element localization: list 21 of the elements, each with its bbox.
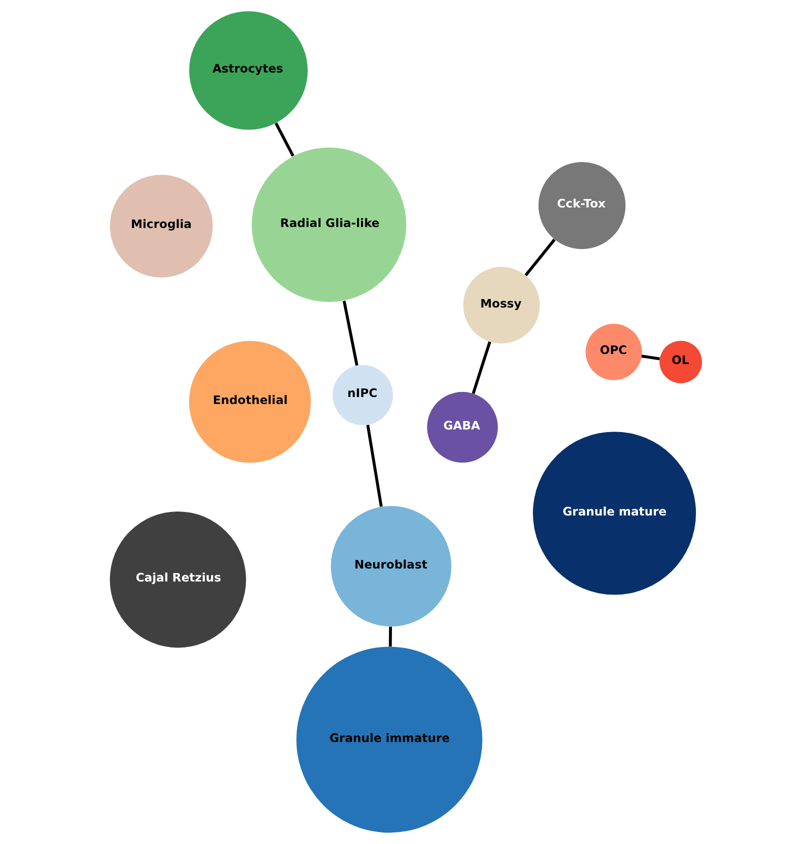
node-circle: Neuroblast	[330, 506, 452, 626]
connector	[641, 354, 660, 360]
node-circle: Granule mature	[532, 432, 696, 595]
node-circle: Granule immature	[296, 646, 482, 833]
node-circle: OL	[660, 340, 702, 384]
node-circle: Endothelial	[189, 340, 311, 463]
node-circle: Cck-Tox	[538, 162, 626, 250]
connector	[274, 122, 294, 157]
node-circle: OPC	[586, 324, 642, 380]
node-circle: Microglia	[110, 174, 213, 278]
node-circle: GABA	[427, 392, 498, 463]
connector	[472, 341, 492, 394]
connector	[366, 424, 383, 507]
connector	[388, 626, 392, 647]
connector	[524, 238, 556, 276]
node-circle: nIPC	[332, 365, 393, 426]
connector	[342, 300, 358, 366]
node-circle: Mossy	[463, 266, 540, 344]
node-circle: Radial Glia-like	[252, 147, 406, 302]
node-circle: Cajal Retzius	[110, 512, 246, 648]
node-circle: Astrocytes	[189, 11, 308, 130]
